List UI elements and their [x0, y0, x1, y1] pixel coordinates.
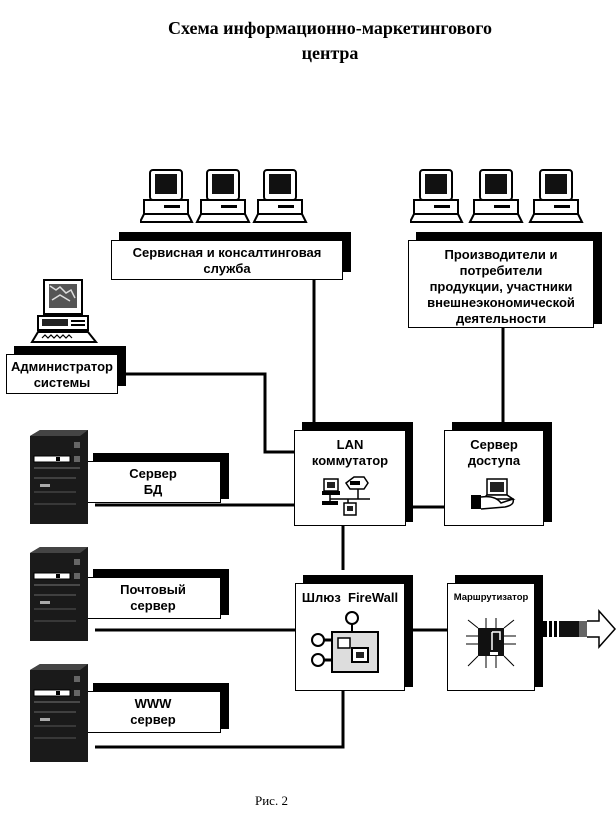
node-www-server: WWW сервер: [85, 691, 221, 733]
node-label: потребители: [459, 263, 543, 278]
node-label: системы: [33, 375, 91, 390]
edge-admin-lan: [122, 372, 296, 454]
workstation-group-producers: [410, 169, 584, 223]
node-router: Маршрутизатор: [447, 583, 535, 691]
network-switch-icon: [322, 476, 370, 516]
title-line-1: Схема информационно-маркетингового: [168, 18, 492, 38]
node-label: Администратор: [11, 359, 113, 374]
node-label: Почтовый: [120, 582, 186, 597]
node-label: доступа: [467, 453, 521, 468]
server-tower-icon-db: [30, 430, 88, 524]
figure-caption: Рис. 2: [255, 793, 288, 808]
edge-www-firewall: [95, 688, 345, 749]
node-firewall-gateway: Шлюз FireWall: [295, 583, 405, 691]
node-db-server: Сервер БД: [85, 461, 221, 503]
node-service-consulting: Сервисная и консалтинговая служба: [111, 240, 343, 280]
workstation-icon: [252, 169, 308, 223]
node-label: WWW: [134, 696, 172, 711]
workstation-icon: [140, 169, 194, 223]
node-label: сервер: [130, 712, 176, 727]
node-label: Производители и: [444, 247, 558, 262]
outbound-arrow-icon: [541, 609, 616, 649]
workstation-icon: [410, 169, 464, 223]
node-system-admin: Администратор системы: [6, 354, 118, 394]
workstation-group-service: [140, 169, 308, 223]
admin-computer-icon: [30, 279, 99, 343]
router-chip-icon: [466, 618, 516, 668]
server-tower-icon-mail: [30, 547, 88, 641]
hand-laptop-icon: [471, 478, 516, 510]
node-label: Шлюз FireWall: [301, 590, 399, 605]
server-tower-icon-www: [30, 664, 88, 762]
diagram-title: Схема информационно-маркетингового центр…: [0, 16, 616, 66]
firewall-gateway-icon: [311, 611, 379, 673]
node-label: деятельности: [455, 311, 547, 326]
node-label: LAN: [336, 437, 364, 452]
node-producers-consumers: Производители и потребители продукции, у…: [408, 240, 594, 328]
node-label: коммутатор: [311, 453, 389, 468]
node-label: сервер: [130, 598, 176, 613]
node-label: продукции, участники: [429, 279, 573, 294]
node-label: Маршрутизатор: [453, 592, 529, 603]
title-line-2: центра: [301, 43, 359, 63]
node-label: Сервисная и консалтинговая: [132, 245, 322, 260]
node-lan-switch: LAN коммутатор: [294, 430, 406, 526]
workstation-icon: [528, 169, 584, 223]
workstation-icon: [468, 169, 524, 223]
node-label: Сервер: [470, 437, 518, 452]
node-label: служба: [203, 261, 251, 276]
node-access-server: Сервер доступа: [444, 430, 544, 526]
node-mail-server: Почтовый сервер: [85, 577, 221, 619]
node-label: БД: [143, 482, 163, 497]
workstation-icon: [195, 169, 251, 223]
node-label: Сервер: [129, 466, 177, 481]
node-label: внешнеэкономической: [427, 295, 575, 310]
